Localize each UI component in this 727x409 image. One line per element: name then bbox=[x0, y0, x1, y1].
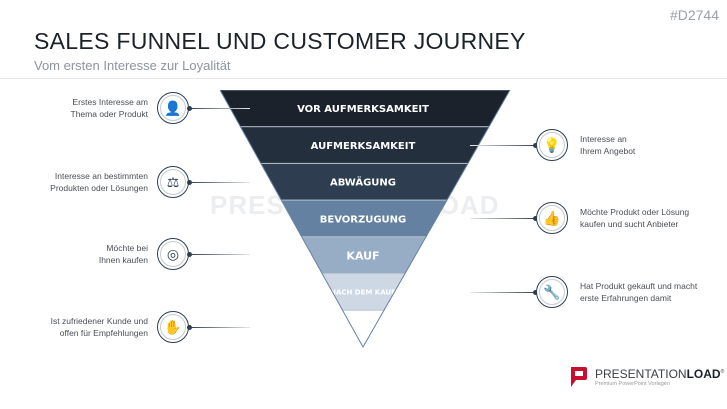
connector-dot bbox=[187, 179, 192, 185]
logo-name-bold: LOAD bbox=[686, 367, 721, 381]
note-line: Möchte bei bbox=[106, 243, 148, 253]
funnel-stage-label: KAUF bbox=[346, 249, 379, 262]
slide-code: #D2744 bbox=[669, 7, 719, 23]
note-line: Hat Produkt gekauft und macht bbox=[580, 281, 698, 291]
connector-line bbox=[470, 218, 536, 219]
page-subtitle: Vom ersten Interesse zur Loyalität bbox=[34, 58, 231, 73]
note-line: Thema oder Produkt bbox=[70, 109, 148, 119]
connector-line bbox=[470, 145, 536, 146]
note-line: kaufen und sucht Anbieter bbox=[580, 219, 679, 229]
right-note-icon-circle: 💡 bbox=[536, 129, 568, 161]
right-note-icon-circle: 👍 bbox=[536, 202, 568, 234]
note-line: offen für Empfehlungen bbox=[59, 328, 148, 338]
funnel-stage-divider bbox=[220, 126, 510, 128]
connector-line bbox=[190, 182, 250, 183]
funnel-stage-label: ABWÄGUNG bbox=[330, 175, 396, 189]
note-line: Ist zufriedener Kunde und bbox=[50, 316, 148, 326]
funnel-stage-label: NACH DEM KAUF bbox=[330, 289, 396, 297]
target-icon: ◎ bbox=[166, 246, 180, 262]
header-divider bbox=[0, 78, 727, 79]
funnel-stage-label: LOYALITÄT bbox=[348, 325, 378, 332]
connector-dot bbox=[533, 142, 538, 148]
logo-reg: ® bbox=[720, 369, 725, 375]
funnel-stage-divider bbox=[220, 162, 510, 164]
left-note: Ist zufriedener Kunde und offen für Empfe… bbox=[8, 315, 148, 339]
connector-line bbox=[190, 108, 250, 109]
funnel-stage-label: AUFMERKSAMKEIT bbox=[311, 141, 416, 152]
hand-card-icon: ✋ bbox=[164, 319, 182, 335]
right-note: Hat Produkt gekauft und macht erste Erfah… bbox=[580, 280, 727, 304]
left-note-icon-circle: ⚖ bbox=[157, 166, 189, 198]
connector-line bbox=[470, 292, 536, 293]
funnel-stage-label: VOR AUFMERKSAMKEIT bbox=[297, 104, 429, 115]
left-note-icon-circle: 👤 bbox=[157, 92, 189, 124]
tools-icon: 🔧 bbox=[543, 284, 561, 300]
note-line: Interesse an bbox=[580, 134, 627, 144]
scales-icon: ⚖ bbox=[166, 174, 180, 190]
connector-dot bbox=[533, 289, 538, 295]
funnel-stage-divider bbox=[220, 273, 510, 274]
left-note-icon-circle: ✋ bbox=[157, 311, 189, 343]
thumbs-up-icon: 👍 bbox=[543, 210, 561, 226]
right-note: Interesse an Ihrem Angebot bbox=[580, 133, 727, 157]
connector-dot bbox=[533, 215, 538, 221]
note-line: Möchte Produkt oder Lösung bbox=[580, 207, 690, 217]
connector-line bbox=[190, 254, 250, 255]
funnel-stage-divider bbox=[220, 309, 510, 311]
sales-funnel: VOR AUFMERKSAMKEIT AUFMERKSAMKEIT ABWÄGUNG… bbox=[220, 90, 511, 349]
funnel-stage-band bbox=[220, 126, 510, 164]
connector-dot bbox=[187, 324, 192, 330]
left-note-icon-circle: ◎ bbox=[157, 238, 189, 270]
connector-line bbox=[190, 327, 250, 328]
connector-dot bbox=[187, 251, 192, 257]
page-title: SALES FUNNEL UND CUSTOMER JOURNEY bbox=[34, 28, 526, 54]
funnel-stage-label: BEVORZUGUNG bbox=[320, 214, 407, 225]
note-line: Erstes Interesse am bbox=[72, 97, 148, 107]
note-line: erste Erfahrungen damit bbox=[580, 293, 672, 303]
note-line: Ihrem Angebot bbox=[580, 146, 636, 156]
lightbulb-icon: 💡 bbox=[543, 137, 561, 153]
note-line: Produkten oder Lösungen bbox=[50, 183, 148, 193]
left-note: Erstes Interesse am Thema oder Produkt bbox=[8, 96, 148, 120]
funnel-stage-band bbox=[220, 90, 510, 127]
funnel-stage-divider bbox=[220, 236, 510, 238]
connector-dot bbox=[187, 105, 192, 111]
logo-tagline: Premium PowerPoint Vorlagen bbox=[595, 381, 670, 387]
right-note: Möchte Produkt oder Lösung kaufen und suc… bbox=[580, 206, 727, 230]
person-presentation-icon: 👤 bbox=[164, 100, 182, 116]
presentationload-logo-icon bbox=[571, 367, 587, 387]
funnel-stage-divider bbox=[220, 199, 510, 201]
logo-name-light: PRESENTATION bbox=[595, 367, 687, 381]
right-note-icon-circle: 🔧 bbox=[536, 276, 568, 308]
logo-name: PRESENTATIONLOAD® bbox=[595, 367, 724, 381]
note-line: Interesse an bestimmten bbox=[54, 171, 148, 181]
note-line: Ihnen kaufen bbox=[98, 255, 148, 265]
